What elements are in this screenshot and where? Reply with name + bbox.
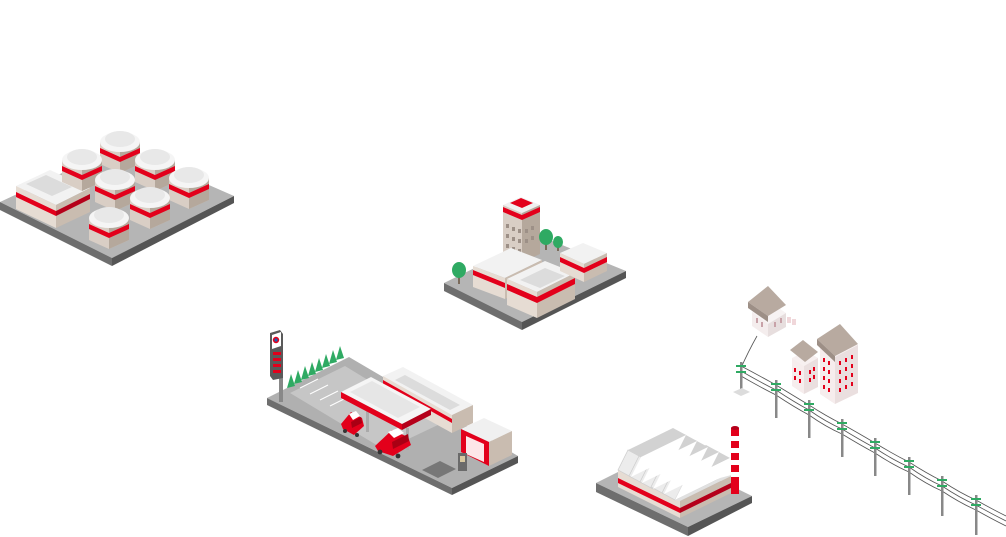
tree-row-icon: [287, 346, 344, 388]
tank-farm-warehouse: [16, 170, 90, 228]
office-platform-edge-right: [522, 271, 626, 330]
residential-houses: [748, 286, 858, 404]
utility-pole: [733, 362, 750, 396]
price-sign: [270, 330, 283, 402]
storage-tank-farm: [0, 131, 234, 266]
tank-farm-platform-edge-left: [0, 202, 112, 266]
storage-tank: [95, 169, 135, 211]
utility-pole: [937, 476, 947, 516]
power-line: [733, 335, 1006, 535]
tree-icon: [539, 229, 553, 250]
station-platform-edge-right: [452, 456, 518, 495]
car-wash: [461, 418, 512, 466]
factory-platform-edge-right: [688, 496, 752, 536]
storage-tank: [130, 187, 170, 229]
storage-tank: [169, 167, 209, 209]
factory-hall: [617, 428, 735, 518]
fuel-canopy: [341, 377, 431, 450]
tree-icon: [553, 236, 563, 251]
power-cables: [740, 335, 1006, 527]
utility-pole: [837, 419, 847, 457]
tank-farm-platform-edge-right: [112, 196, 234, 266]
utility-pole: [870, 438, 880, 476]
utility-pole: [804, 400, 814, 438]
house-small: [748, 286, 796, 337]
office-complex: [444, 197, 626, 330]
drain-grate: [422, 461, 456, 478]
service-station: [267, 330, 518, 495]
utility-pole: [771, 380, 781, 418]
station-platform-edge-left: [267, 398, 452, 495]
office-block-front: [507, 261, 575, 318]
storage-tank: [135, 149, 175, 191]
office-block-right: [560, 243, 607, 282]
car-icon: [341, 411, 364, 437]
tree-icon: [452, 262, 466, 284]
factory-platform-edge-left: [596, 483, 688, 536]
house-narrow: [790, 340, 818, 394]
apartment-block: [817, 324, 858, 404]
storage-tank: [89, 207, 129, 249]
storage-tank: [100, 131, 140, 173]
utility-pole: [971, 495, 981, 535]
office-tower: [503, 197, 540, 262]
station-shop: [383, 367, 473, 433]
office-platform-edge-left: [444, 283, 522, 330]
chimney: [731, 426, 739, 494]
fuel-pump-icon: [458, 453, 467, 471]
car-icon: [375, 428, 411, 459]
factory: [596, 426, 752, 536]
utility-pole: [904, 457, 914, 495]
